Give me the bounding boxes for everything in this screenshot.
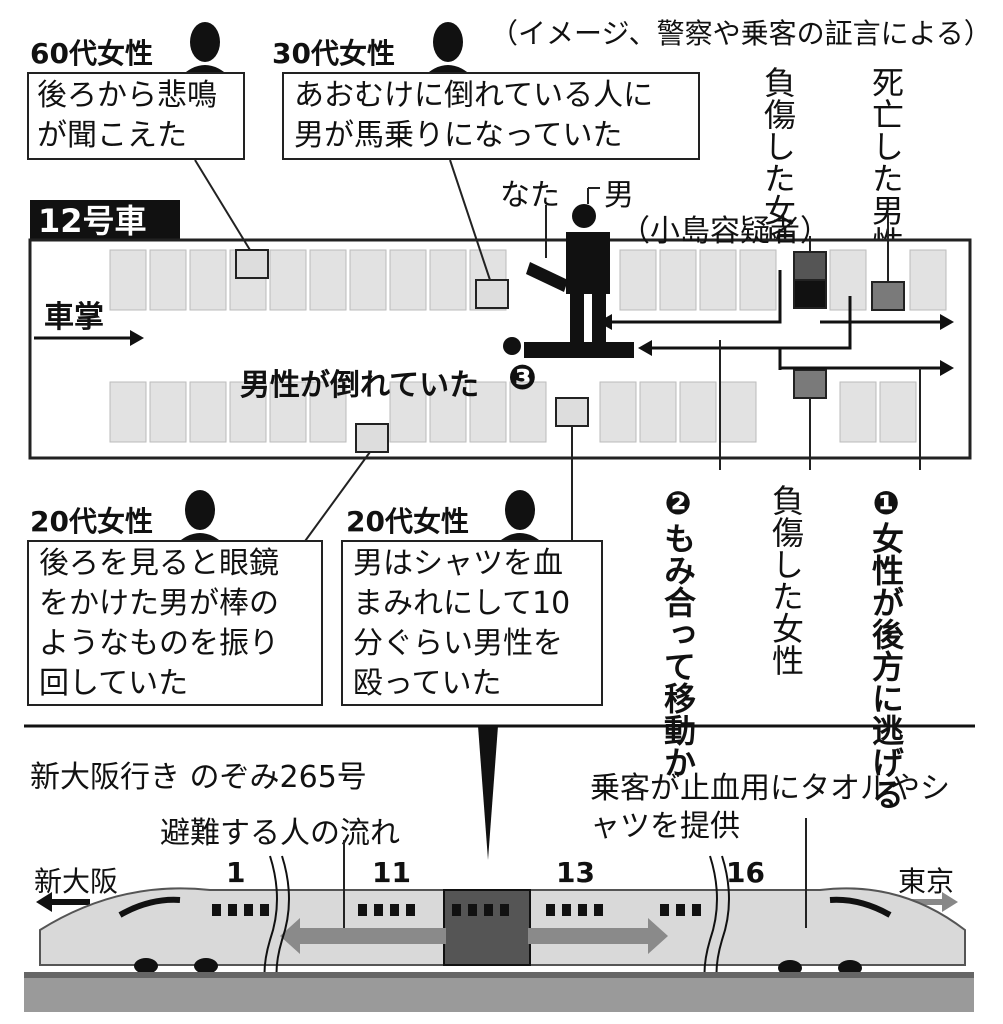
witness-quote-20s-b: 男はシャツを血 まみれにして10 分ぐらい男性を 殴っていた (341, 540, 603, 706)
car-title: 12号車 (30, 200, 180, 242)
train-title: 新大阪行き のぞみ265号 (30, 760, 367, 795)
witness-label-60s: 60代女性 (30, 37, 153, 70)
car-number-16: 16 (726, 856, 765, 889)
machete-label: なた (500, 178, 560, 213)
injured-woman-label-2: 負傷した女性 (767, 484, 805, 676)
witness-quote-20s-a: 後ろを見ると眼鏡 をかけた男が棒の ようなものを振り 回していた (27, 540, 323, 706)
right-destination: 東京 (898, 865, 955, 898)
suspect-name-label: （小島容疑者） (620, 214, 830, 249)
witness-quote-60s: 後ろから悲鳴 が聞こえた (27, 72, 245, 160)
seat-marker-30s (475, 279, 509, 309)
witness-label-30s: 30代女性 (272, 37, 395, 70)
seat-marker-20s-a (355, 423, 389, 453)
car-number-1: 1 (226, 856, 246, 889)
witness-label-20s-b: 20代女性 (346, 505, 469, 538)
step3-marker: ❸ (508, 358, 537, 398)
highlighted-car (443, 889, 531, 966)
witness-label-20s-a: 20代女性 (30, 505, 153, 538)
witness-quote-30s: あおむけに倒れている人に 男が馬乗りになっていた (282, 72, 700, 160)
seat-marker-60s (235, 249, 269, 279)
suspect-label: 男 (604, 178, 634, 213)
car-number-13: 13 (556, 856, 595, 889)
seat-row-lower (109, 381, 917, 443)
source-note: （イメージ、警察や乗客の証言による） (490, 17, 992, 50)
seat-row-upper (109, 249, 947, 311)
injured-woman-label-1: 負傷した女性 (759, 66, 797, 258)
seat-marker-20s-b (555, 397, 589, 427)
suspect-head (572, 204, 596, 228)
conductor-label: 車掌 (44, 300, 104, 335)
left-destination: 新大阪 (34, 865, 119, 898)
aid-label: 乗客が止血用にタオルやシャツを提供 (590, 771, 950, 844)
fallen-man-label: 男性が倒れていた (240, 368, 480, 403)
machete-shape (526, 262, 568, 292)
car-number-11: 11 (372, 856, 411, 889)
evacuation-label: 避難する人の流れ (160, 816, 400, 851)
